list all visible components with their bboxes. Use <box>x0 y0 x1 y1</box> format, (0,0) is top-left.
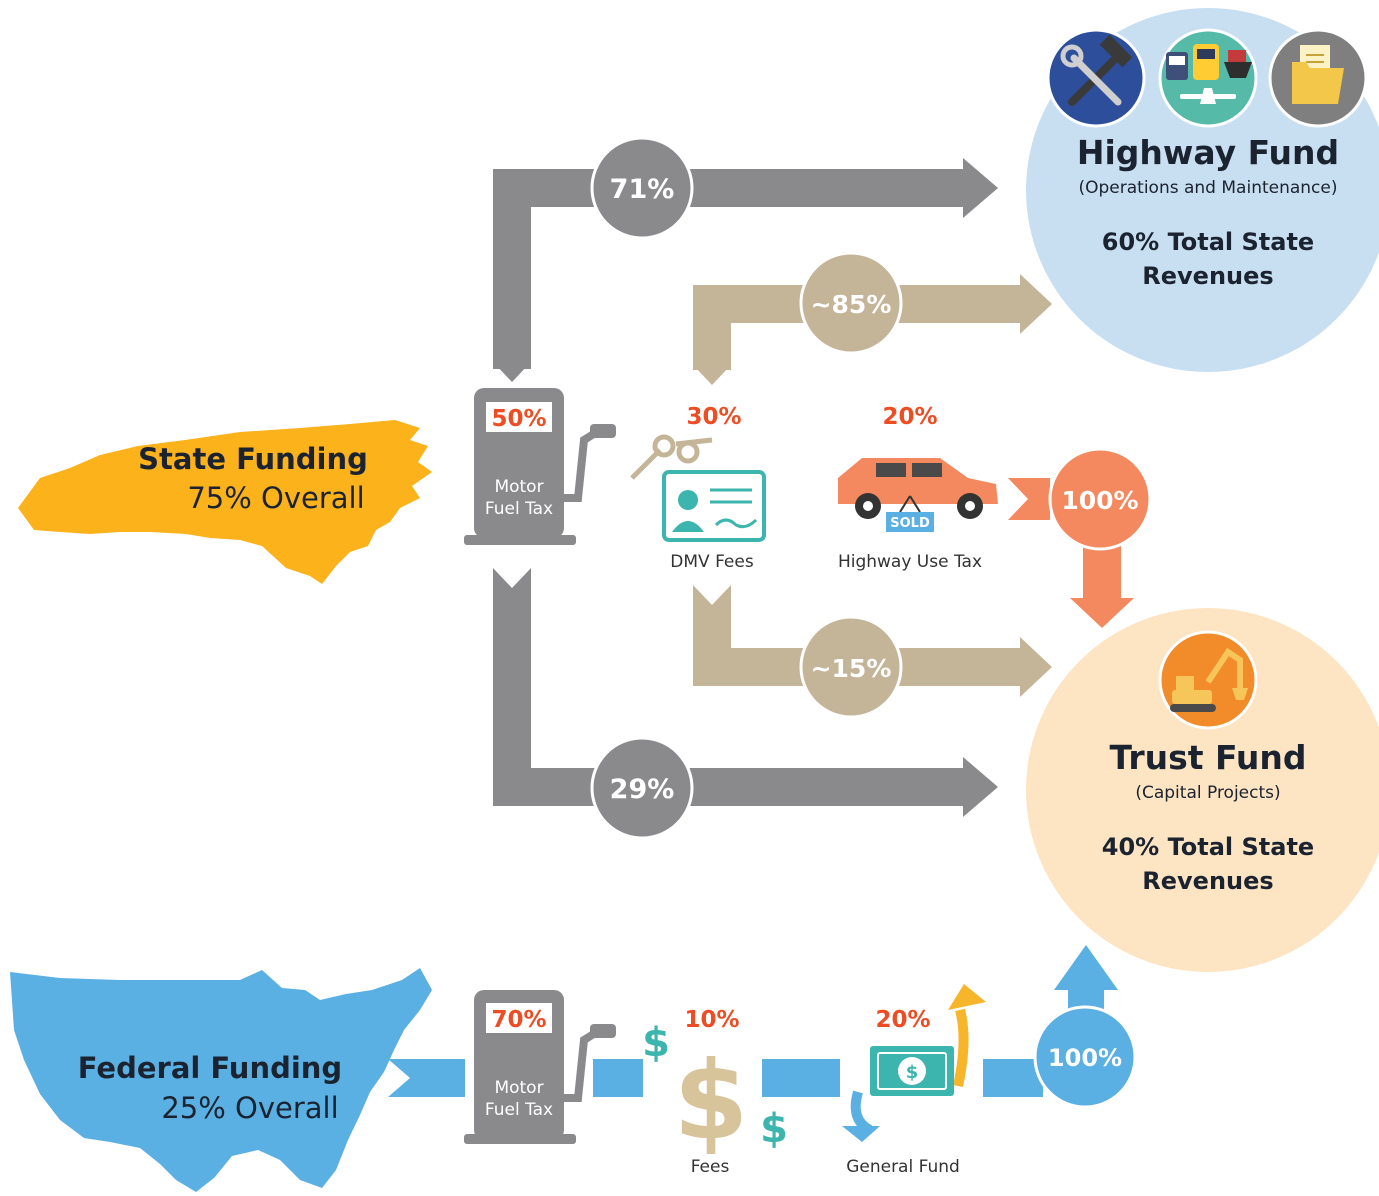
fuel-pump-icon <box>464 388 616 545</box>
wrench-hammer-icon <box>1046 28 1146 128</box>
svg-text:$: $ <box>760 1106 788 1152</box>
flow-bubble-federal-100: 100% <box>1033 1005 1137 1109</box>
svg-text:$: $ <box>673 1039 748 1164</box>
state-funding-title: State Funding <box>138 442 368 476</box>
hut-percent: 20% <box>882 404 937 430</box>
fuel-to-highway-arrow <box>493 158 998 382</box>
hut-to-trust-arrow <box>1008 478 1134 628</box>
state-fuel-percent: 50% <box>491 406 546 432</box>
flow-label-85: ~85% <box>811 290 892 319</box>
fees-percent: 10% <box>684 1007 739 1033</box>
north-carolina-map <box>18 420 432 584</box>
folder-icon <box>1268 28 1368 128</box>
federal-fuel-pump-icon <box>464 990 616 1144</box>
dollar-signs-icon: $ $ $ <box>642 1020 788 1164</box>
general-fund-label: General Fund <box>846 1157 960 1177</box>
flow-bubble-15: ~15% <box>799 615 903 719</box>
highway-fund-title: Highway Fund <box>1077 133 1339 172</box>
flow-bubble-hut-100: 100% <box>1048 447 1152 551</box>
flow-bubble-85: ~85% <box>799 251 903 355</box>
svg-text:$: $ <box>642 1020 670 1066</box>
general-fund-percent: 20% <box>875 1007 930 1033</box>
highway-fund-share-line1: 60% Total State <box>1102 228 1314 256</box>
state-funding-overall: 75% Overall <box>187 481 364 515</box>
federal-funding-overall: 25% Overall <box>161 1091 338 1125</box>
transit-modes-icon <box>1158 28 1258 128</box>
flow-label-29: 29% <box>610 774 675 805</box>
usa-map <box>10 968 432 1192</box>
dmv-label: DMV Fees <box>670 552 754 572</box>
flow-label-federal-100: 100% <box>1048 1044 1122 1072</box>
flow-label-hut-100: 100% <box>1061 486 1138 515</box>
flow-label-71: 71% <box>610 174 675 205</box>
hut-label: Highway Use Tax <box>838 552 982 572</box>
federal-funding-title: Federal Funding <box>78 1051 342 1085</box>
license-keys-icon <box>630 434 766 542</box>
highway-fund-subtitle: (Operations and Maintenance) <box>1079 178 1338 198</box>
trust-fund-share-line1: 40% Total State <box>1102 833 1314 861</box>
state-fuel-label-line1: Motor <box>494 477 543 497</box>
dmv-percent: 30% <box>686 404 741 430</box>
state-fuel-label-line2: Fuel Tax <box>485 499 553 519</box>
excavator-icon <box>1158 630 1258 730</box>
fees-label: Fees <box>691 1157 730 1177</box>
federal-fuel-percent: 70% <box>491 1007 546 1033</box>
trust-fund-title: Trust Fund <box>1109 738 1306 777</box>
flow-bubble-71: 71% <box>590 136 694 240</box>
flow-label-15: ~15% <box>811 654 892 683</box>
car-sold-icon: SOLD <box>838 458 998 532</box>
fuel-to-trust-arrow <box>493 568 998 817</box>
trust-fund-share-line2: Revenues <box>1142 867 1273 895</box>
highway-fund-share-line2: Revenues <box>1142 262 1273 290</box>
federal-fuel-label-line2: Fuel Tax <box>485 1100 553 1120</box>
sold-tag: SOLD <box>890 516 930 531</box>
federal-fuel-label-line1: Motor <box>494 1078 543 1098</box>
flow-bubble-29: 29% <box>590 736 694 840</box>
trust-fund-subtitle: (Capital Projects) <box>1135 783 1280 803</box>
svg-text:$: $ <box>906 1062 919 1083</box>
banknote-icon: $ <box>842 984 986 1142</box>
trust-fund-circle <box>1026 608 1379 972</box>
